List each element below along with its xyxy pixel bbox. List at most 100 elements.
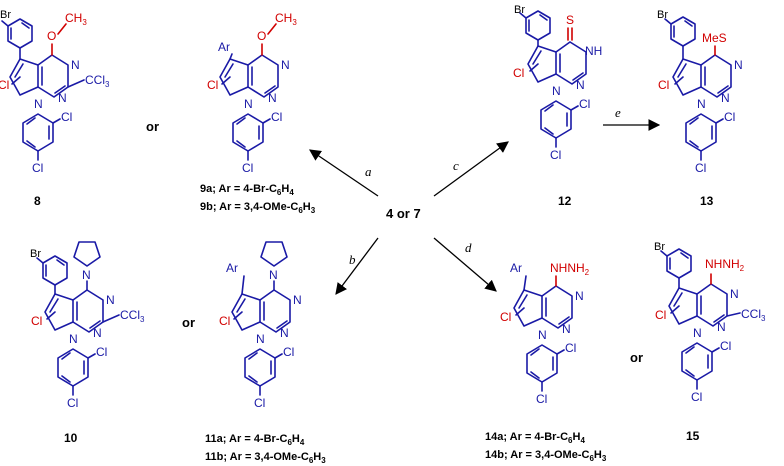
compound-13: Br MeS N N N Cl Cl Cl 13 (657, 9, 743, 208)
or-label-1: or (146, 119, 159, 134)
n1-label: N (58, 91, 67, 105)
hydrazino-label: NHNH2 (550, 261, 590, 277)
para-chloro-label: Cl (550, 148, 561, 162)
compound-15: Br NHNH2 N N N CCl3 Cl Cl Cl 15 (654, 241, 766, 443)
bromo-label: Br (0, 9, 11, 21)
methoxy-oxygen: O (47, 29, 56, 43)
para-chloro-label: Cl (67, 396, 78, 410)
condition-a: a (365, 164, 372, 179)
compound-8: Br O CH3 N N N CCl3 Cl Cl Cl 8 (0, 9, 110, 208)
ortho-chloro-label: Cl (96, 345, 107, 359)
n7-label: N (697, 97, 706, 111)
starting-material-label: 4 or 7 (386, 206, 421, 221)
para-chloro-label: Cl (254, 396, 265, 410)
n7-label: N (256, 332, 265, 346)
para-chloro-label: Cl (695, 161, 706, 175)
pyrrolidine-nitrogen: N (82, 268, 91, 282)
n7-label: N (34, 97, 43, 111)
compound-12: Br S NH N N Cl Cl Cl 12 (513, 4, 602, 208)
condition-e: e (615, 105, 621, 120)
aryl-label: Ar (226, 261, 238, 275)
bromo-label: Br (654, 241, 665, 253)
compound-15-number: 15 (686, 429, 700, 443)
c6-chloro-label: Cl (658, 78, 669, 92)
arrow-d (433, 237, 497, 292)
methyl-label: CH3 (275, 11, 297, 27)
trichloromethyl-label: CCl3 (741, 307, 766, 323)
n1-label: N (721, 91, 730, 105)
compound-8-number: 8 (34, 194, 41, 208)
methyl-label: CH3 (65, 11, 87, 27)
c6-chloro-label: Cl (0, 78, 9, 92)
ortho-chloro-label: Cl (283, 345, 294, 359)
n7-label: N (69, 332, 78, 346)
ortho-chloro-label: Cl (271, 110, 282, 124)
c6-chloro-label: Cl (513, 66, 524, 80)
para-chloro-label: Cl (242, 161, 253, 175)
n1-label: N (93, 326, 102, 340)
methylthio-label: MeS (702, 31, 727, 45)
arrow-c (433, 141, 509, 197)
ortho-chloro-label: Cl (720, 339, 731, 353)
ortho-chloro-label: Cl (724, 110, 735, 124)
n3-label: N (71, 58, 80, 72)
note-11b: 11b; Ar = 3,4-OMe-C6H3 (205, 451, 326, 465)
c6-chloro-label: Cl (655, 308, 666, 322)
n7-label: N (538, 328, 547, 342)
n3-label: N (575, 289, 584, 303)
ortho-chloro-label: Cl (565, 341, 576, 355)
aryl-label: Ar (510, 261, 522, 275)
arrow-b (335, 237, 379, 295)
n3-label: N (106, 293, 115, 307)
condition-d: d (465, 240, 472, 255)
thione-sulfur: S (566, 13, 574, 27)
n1-label: N (717, 320, 726, 334)
n7-label: N (552, 84, 561, 98)
bromo-label: Br (514, 4, 525, 16)
condition-b: b (349, 252, 356, 267)
n1-label: N (576, 78, 585, 92)
n7-label: N (244, 97, 253, 111)
pyrrolidine-nitrogen: N (269, 268, 278, 282)
n3h-label: NH (585, 44, 602, 58)
n7-label: N (693, 326, 702, 340)
bromo-label: Br (30, 248, 41, 260)
trichloromethyl-label: CCl3 (85, 73, 110, 89)
or-label-3: or (630, 350, 643, 365)
n1-label: N (280, 326, 289, 340)
n1-label: N (268, 91, 277, 105)
or-label-2: or (182, 315, 195, 330)
trichloromethyl-label: CCl3 (120, 308, 145, 324)
para-chloro-label: Cl (691, 390, 702, 404)
note-11a: 11a; Ar = 4-Br-C6H4 (205, 433, 305, 447)
compound-14: Ar NHNH2 N N N Cl Cl Cl (500, 261, 590, 406)
ortho-chloro-label: Cl (61, 110, 72, 124)
n1-label: N (562, 322, 571, 336)
note-9a: 9a; Ar = 4-Br-C6H4 (200, 183, 294, 197)
compound-10-number: 10 (64, 431, 78, 445)
n3-label: N (734, 58, 743, 72)
para-chloro-label: Cl (536, 392, 547, 406)
compound-10: Br N N N N CCl3 Cl Cl Cl 10 (30, 241, 145, 445)
c6-chloro-label: Cl (207, 78, 218, 92)
condition-c: c (453, 158, 459, 173)
compound-9: Ar O CH3 N N N Cl Cl Cl (207, 11, 297, 175)
compound-11: Ar N N N N Cl Cl Cl (219, 241, 302, 410)
bromo-label: Br (657, 9, 668, 21)
note-9b: 9b; Ar = 3,4-OMe-C6H3 (200, 201, 316, 215)
methoxy-oxygen: O (257, 29, 266, 43)
ortho-chloro-label: Cl (579, 97, 590, 111)
compound-12-number: 12 (558, 194, 572, 208)
compound-13-number: 13 (700, 194, 714, 208)
c6-chloro-label: Cl (31, 314, 42, 328)
n3-label: N (293, 293, 302, 307)
c6-chloro-label: Cl (219, 314, 230, 328)
n3-label: N (281, 58, 290, 72)
c6-chloro-label: Cl (500, 310, 511, 324)
aryl-label: Ar (218, 40, 230, 54)
para-chloro-label: Cl (32, 161, 43, 175)
n3-label: N (730, 287, 739, 301)
hydrazino-label: NHNH2 (705, 257, 745, 273)
note-14b: 14b; Ar = 3,4-OMe-C6H3 (485, 449, 607, 463)
